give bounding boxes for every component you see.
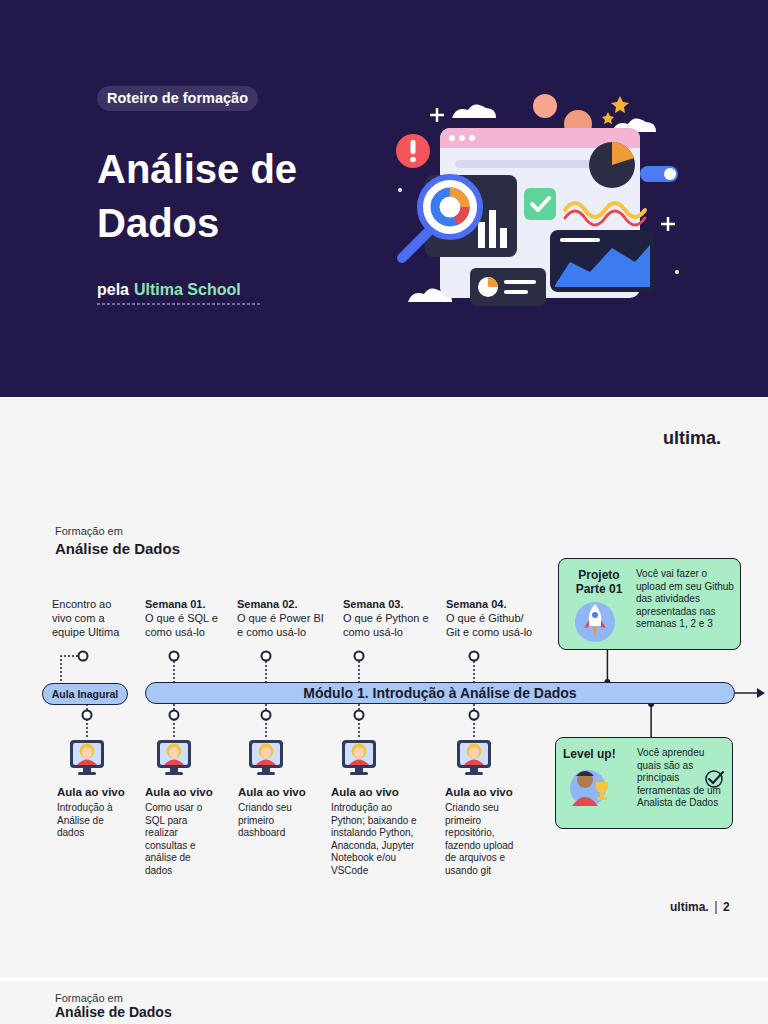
- week-label: Semana 03.: [343, 597, 404, 611]
- module-title: Módulo 1. Introdução à Análise de Dados: [303, 685, 576, 701]
- kickoff-label: Aula Inagural: [52, 688, 119, 700]
- week-topic: O que é Python e como usá-lo: [343, 611, 429, 639]
- section-kicker: Formação em: [55, 524, 123, 538]
- rocket-icon: [575, 602, 615, 642]
- class-label: Aula ao vivo: [238, 785, 306, 799]
- brand-logo: ultima.: [663, 427, 721, 450]
- footer-logo: ultima.: [670, 900, 709, 915]
- section-title: Análise de Dados: [55, 1003, 172, 1021]
- trophy-person-icon: [570, 770, 608, 806]
- timeline-markers: [61, 656, 759, 738]
- class-label: Aula ao vivo: [57, 785, 125, 799]
- week-label: Semana 02.: [237, 597, 298, 611]
- week-label: Semana 04.: [446, 597, 507, 611]
- page-gap: [0, 977, 768, 981]
- page-number: 2: [723, 900, 730, 915]
- page-two: [0, 397, 768, 977]
- hero-illustration: [396, 94, 679, 306]
- class-label: Aula ao vivo: [145, 785, 213, 799]
- class-description: Introdução ao Python; baixando e instala…: [331, 802, 423, 877]
- dotted-underline: [97, 304, 262, 305]
- tag-pill: Roteiro de formação: [97, 86, 258, 111]
- card-title: Projeto Parte 01: [566, 568, 632, 596]
- card-body: Você vai fazer o upload em seu Github da…: [636, 568, 734, 631]
- class-description: Como usar o SQL para realizar consultas …: [145, 802, 209, 877]
- connector-group: [648, 701, 654, 737]
- connector-group: [604, 650, 610, 685]
- module-band: Módulo 1. Introdução à Análise de Dados: [145, 682, 735, 704]
- class-label: Aula ao vivo: [331, 785, 399, 799]
- connector-line: [650, 704, 652, 737]
- footer-divider: [716, 901, 717, 914]
- teacher-avatars: [70, 740, 491, 775]
- page-title: Análise de Dados: [97, 142, 377, 250]
- card-title: Level up!: [563, 747, 633, 761]
- section-kicker: Formação em: [55, 991, 123, 1005]
- week-topic: O que é Power BI e como usá-lo: [237, 611, 329, 639]
- class-description: Criando seu primeiro repositório, fazend…: [445, 802, 523, 877]
- card-body: Você aprendeu quais são as principais fe…: [637, 747, 726, 810]
- tag-text: Roteiro de formação: [107, 90, 248, 106]
- week-topic: O que é SQL e como usá-lo: [145, 611, 237, 639]
- page-three: [0, 981, 768, 1024]
- school-name: Ultima School: [134, 280, 241, 300]
- hero-band: [0, 0, 768, 397]
- week-topic: O que é Github/ Git e como usá-lo: [446, 611, 536, 639]
- class-label: Aula ao vivo: [445, 785, 513, 799]
- kickoff-pill: Aula Inagural: [42, 683, 128, 705]
- byline: pela: [97, 280, 129, 300]
- checklist-icon: [706, 771, 723, 787]
- class-description: Introdução à Análise de dados: [57, 802, 129, 840]
- connector-line: [607, 650, 609, 682]
- class-description: Criando seu primeiro dashboard: [238, 802, 302, 840]
- timeline-arrowhead: [757, 688, 765, 698]
- kickoff-note: Encontro ao vivo com a equipe Ultima: [52, 597, 128, 639]
- section-title: Análise de Dados: [55, 539, 180, 558]
- week-label: Semana 01.: [145, 597, 206, 611]
